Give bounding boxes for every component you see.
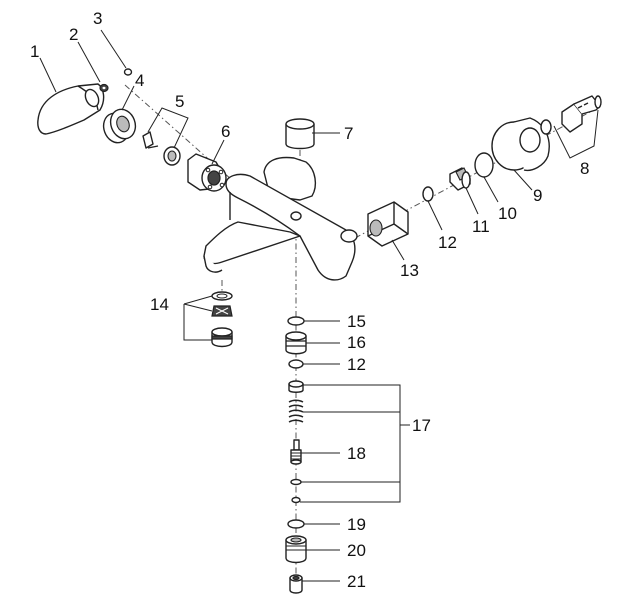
mixer-cartridge bbox=[187, 153, 227, 192]
washer-upper bbox=[422, 186, 434, 202]
sleeve-16 bbox=[285, 331, 307, 355]
clip-and-nut bbox=[142, 131, 181, 166]
callout-17: 17 bbox=[412, 416, 431, 435]
callout-12a: 12 bbox=[438, 233, 457, 252]
callout-16: 16 bbox=[347, 333, 366, 352]
rosette bbox=[491, 117, 550, 172]
callout-2: 2 bbox=[69, 25, 78, 44]
callout-9: 9 bbox=[533, 186, 542, 205]
callout-8: 8 bbox=[580, 159, 589, 178]
diverter-kit-17 bbox=[288, 380, 304, 504]
callout-14: 14 bbox=[150, 295, 169, 314]
o-ring-15 bbox=[287, 316, 305, 326]
leader-lines bbox=[39, 29, 599, 582]
callout-5: 5 bbox=[175, 92, 184, 111]
axis-handle bbox=[124, 84, 233, 181]
callout-labels: 1 2 3 4 5 6 7 8 9 10 11 12 13 14 15 16 1… bbox=[30, 9, 589, 591]
callout-18: 18 bbox=[347, 444, 366, 463]
cover-cap bbox=[123, 68, 133, 76]
hex-adapter bbox=[367, 201, 409, 247]
callout-20: 20 bbox=[347, 541, 366, 560]
callout-13: 13 bbox=[400, 261, 419, 280]
callout-10: 10 bbox=[498, 204, 517, 223]
callout-15: 15 bbox=[347, 312, 366, 331]
aerator-set bbox=[211, 291, 233, 348]
grub-screw bbox=[99, 83, 109, 93]
top-cap bbox=[285, 118, 315, 150]
vertical-stack bbox=[285, 316, 307, 594]
body-insert-20 bbox=[285, 535, 307, 564]
callout-7: 7 bbox=[344, 124, 353, 143]
adapter-ring bbox=[102, 108, 137, 144]
threaded-nipple bbox=[449, 167, 471, 191]
lever-handle bbox=[37, 83, 105, 135]
callout-3: 3 bbox=[93, 9, 102, 28]
callout-11: 11 bbox=[472, 217, 490, 236]
mixer-body bbox=[203, 156, 358, 281]
callout-19: 19 bbox=[347, 515, 366, 534]
callout-1: 1 bbox=[30, 42, 39, 61]
callout-21: 21 bbox=[347, 572, 366, 591]
callout-4: 4 bbox=[135, 71, 144, 90]
eccentric-connector bbox=[540, 95, 602, 135]
o-ring-large bbox=[474, 152, 494, 178]
connector-parts bbox=[367, 95, 602, 247]
spindle-18 bbox=[290, 439, 302, 465]
washer-lower bbox=[288, 359, 304, 369]
callout-12b: 12 bbox=[347, 355, 366, 374]
callout-6: 6 bbox=[221, 122, 230, 141]
plug-21 bbox=[289, 574, 303, 594]
o-ring-19 bbox=[287, 519, 305, 529]
